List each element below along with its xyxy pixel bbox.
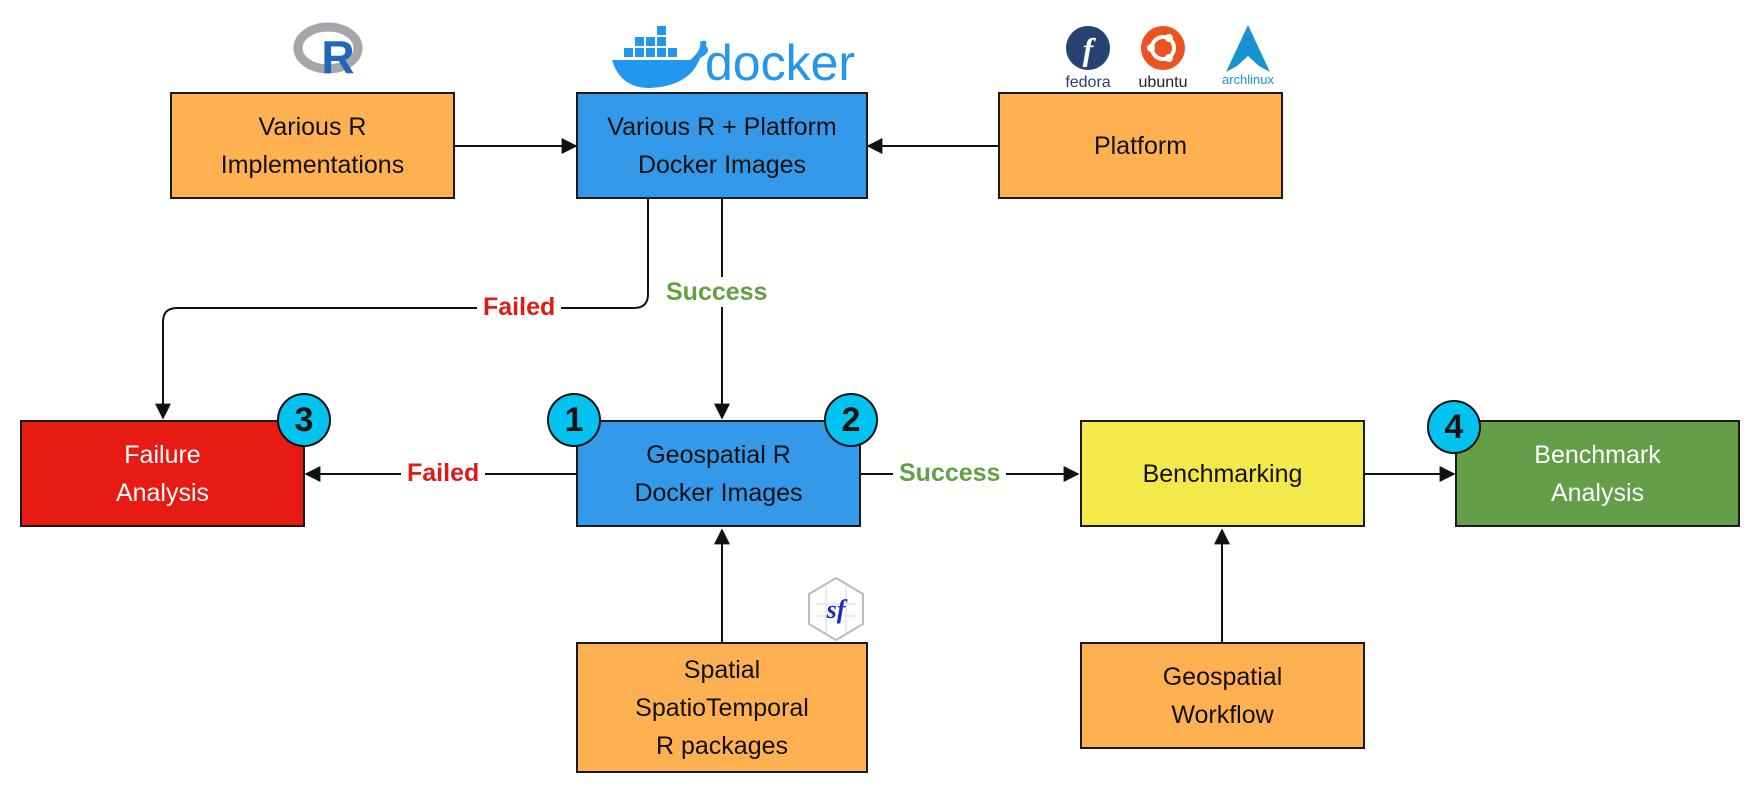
node-text-line: R packages [655,731,789,760]
node-geospatial-docker-images: Geospatial R Docker Images [576,420,861,527]
r-logo-icon: R [293,22,363,83]
edge-label-failed-top: Failed [477,292,562,322]
step-badge-4: 4 [1427,400,1481,454]
node-spatial-packages: Spatial SpatioTemporal R packages [576,642,868,773]
node-text-line: Various R [258,112,367,141]
node-text-line: Workflow [1171,700,1274,729]
node-text-line: Analysis [115,478,210,507]
edge-label-success-mid: Success [893,458,1007,488]
node-text-line: Geospatial [1162,662,1283,691]
node-benchmarking: Benchmarking [1080,420,1365,527]
svg-text:ubuntu: ubuntu [1139,74,1188,91]
node-text-line: Docker Images [634,478,803,507]
svg-text:R: R [321,31,354,83]
archlinux-logo-icon: archlinux [1222,25,1275,87]
node-text-line: Docker Images [637,150,807,179]
fedora-logo-icon: f fedora [1065,26,1111,91]
step-badge-1: 1 [547,393,601,447]
node-text-line: Platform [1093,131,1188,160]
edge-docker-to-failure [155,198,649,420]
node-text-line: Failure [124,440,201,469]
node-text-line: Spatial [683,655,761,684]
node-text-line: Benchmarking [1142,459,1303,488]
node-text-line: SpatioTemporal [635,693,809,722]
node-platform: Platform [998,92,1283,199]
node-text-line: Analysis [1550,478,1645,507]
ubuntu-logo-icon: ubuntu [1139,26,1188,91]
svg-text:f: f [1083,31,1097,67]
edge-label-success-top: Success [660,277,774,307]
svg-text:fedora: fedora [1065,74,1110,91]
svg-text:archlinux: archlinux [1222,72,1275,87]
node-text-line: Benchmark [1534,440,1661,469]
svg-text:sf: sf [826,595,848,624]
node-text-line: Implementations [220,150,405,179]
node-text-line: Various R + Platform [607,112,837,141]
svg-text:docker: docker [705,35,855,91]
edge-label-failed-mid: Failed [401,458,486,488]
sf-logo-icon: sf [808,576,864,642]
node-benchmark-analysis: Benchmark Analysis [1455,420,1740,527]
node-text-line: Geospatial R [646,440,791,469]
node-various-r-implementations: Various R Implementations [170,92,455,199]
node-failure-analysis: Failure Analysis [20,420,305,527]
node-geospatial-workflow: Geospatial Workflow [1080,642,1365,749]
docker-logo-icon: docker [612,26,855,91]
step-badge-3: 3 [277,393,331,447]
step-badge-2: 2 [824,393,878,447]
node-docker-images: Various R + Platform Docker Images [576,92,868,199]
